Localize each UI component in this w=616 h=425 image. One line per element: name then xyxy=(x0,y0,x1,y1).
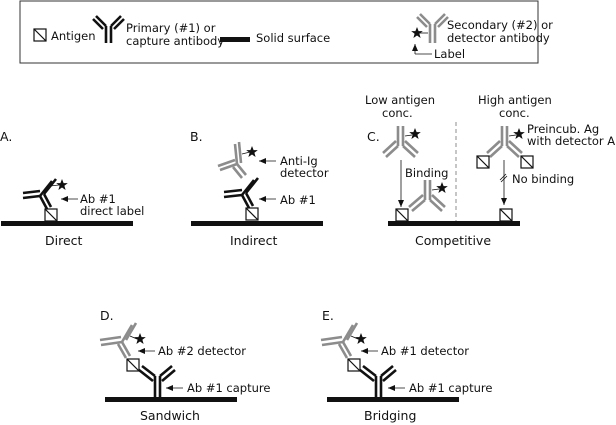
antigen-icon xyxy=(33,28,47,42)
solid-surface xyxy=(191,221,323,226)
secondary-antibody-icon xyxy=(416,13,449,43)
solid-surface-icon xyxy=(220,37,250,42)
panel-a-caption: Direct xyxy=(45,233,83,248)
antigen-icon xyxy=(44,208,58,222)
star-label-icon xyxy=(246,146,258,157)
solid-surface xyxy=(388,221,520,226)
solid-surface xyxy=(105,397,237,402)
panel-competitive: C. Low antigen conc. High antigen conc. … xyxy=(365,93,616,248)
legend-label: Label xyxy=(434,47,465,61)
panel-a-letter: A. xyxy=(0,129,12,144)
panel-c-no-binding: No binding xyxy=(512,172,574,186)
primary-antibody xyxy=(138,364,176,397)
panel-e-capture: Ab #1 capture xyxy=(409,381,492,395)
secondary-antibody xyxy=(382,126,419,158)
panel-e-caption: Bridging xyxy=(364,408,416,423)
panel-a-arrow-line2: direct label xyxy=(80,204,144,218)
primary-antibody-icon xyxy=(92,15,125,43)
legend-secondary-line1: Secondary (#2) or xyxy=(447,18,553,32)
panel-d-detector: Ab #2 detector xyxy=(158,344,246,358)
panel-b-detector-line1: Anti-Ig xyxy=(280,154,318,168)
panel-c-caption: Competitive xyxy=(415,233,491,248)
primary-antibody xyxy=(22,178,58,210)
panel-d-caption: Sandwich xyxy=(140,408,200,423)
panel-c-high-line1: High antigen xyxy=(478,93,552,107)
panel-c-low-line1: Low antigen xyxy=(365,93,435,107)
panel-direct: A. Ab #1 direct label Direct xyxy=(0,129,144,248)
panel-c-letter: C. xyxy=(367,129,380,144)
star-label-icon xyxy=(513,128,525,139)
legend-primary-line1: Primary (#1) or xyxy=(126,21,216,35)
panel-b-letter: B. xyxy=(190,129,203,144)
legend-secondary-line2: detector antibody xyxy=(447,31,550,45)
secondary-antibody xyxy=(486,126,523,158)
secondary-antibody xyxy=(217,141,248,179)
panel-indirect: B. Anti-Ig detector Ab #1 Indirect xyxy=(190,129,329,248)
panel-b-caption: Indirect xyxy=(230,233,277,248)
panel-c-binding: Binding xyxy=(405,166,448,180)
antigen-icon xyxy=(395,208,409,222)
star-label-icon xyxy=(56,179,68,190)
panel-e-letter: E. xyxy=(322,308,334,323)
panel-b-detector-line2: detector xyxy=(280,166,329,180)
secondary-antibody xyxy=(408,180,446,212)
antigen-icon xyxy=(476,155,490,169)
panel-bridging: E. Ab #1 detector Ab #1 capture Bridging xyxy=(320,308,492,423)
antigen-icon xyxy=(520,155,534,169)
legend-primary-line2: capture antibody xyxy=(126,34,224,48)
panel-c-low-line2: conc. xyxy=(382,106,413,120)
panel-d-capture: Ab #1 capture xyxy=(187,381,270,395)
panel-c-preincub-line1: Preincub. Ag xyxy=(527,122,599,136)
antigen-icon xyxy=(126,358,140,372)
primary-antibody xyxy=(359,364,397,397)
legend-antigen: Antigen xyxy=(51,29,96,43)
primary-antibody xyxy=(223,177,260,209)
star-label-icon xyxy=(436,182,448,193)
legend: Antigen Primary (#1) or capture antibody… xyxy=(19,0,553,64)
secondary-antibody xyxy=(320,322,359,359)
panel-b-primary-label: Ab #1 xyxy=(280,193,316,207)
panel-e-detector: Ab #1 detector xyxy=(381,344,469,358)
panel-a-arrow-line1: Ab #1 xyxy=(80,192,116,206)
solid-surface xyxy=(1,221,133,226)
panel-sandwich: D. Ab #2 detector Ab #1 capture Sandwich xyxy=(99,308,270,423)
panel-d-letter: D. xyxy=(100,308,114,323)
star-label-icon xyxy=(409,128,421,139)
antigen-icon xyxy=(347,358,361,372)
legend-surface: Solid surface xyxy=(256,31,330,45)
panel-c-high-line2: conc. xyxy=(499,106,530,120)
antigen-icon xyxy=(499,208,513,222)
secondary-antibody xyxy=(99,322,138,359)
antigen-icon xyxy=(245,207,259,221)
solid-surface xyxy=(327,397,459,402)
panel-c-preincub-line2: with detector AB xyxy=(527,134,616,148)
